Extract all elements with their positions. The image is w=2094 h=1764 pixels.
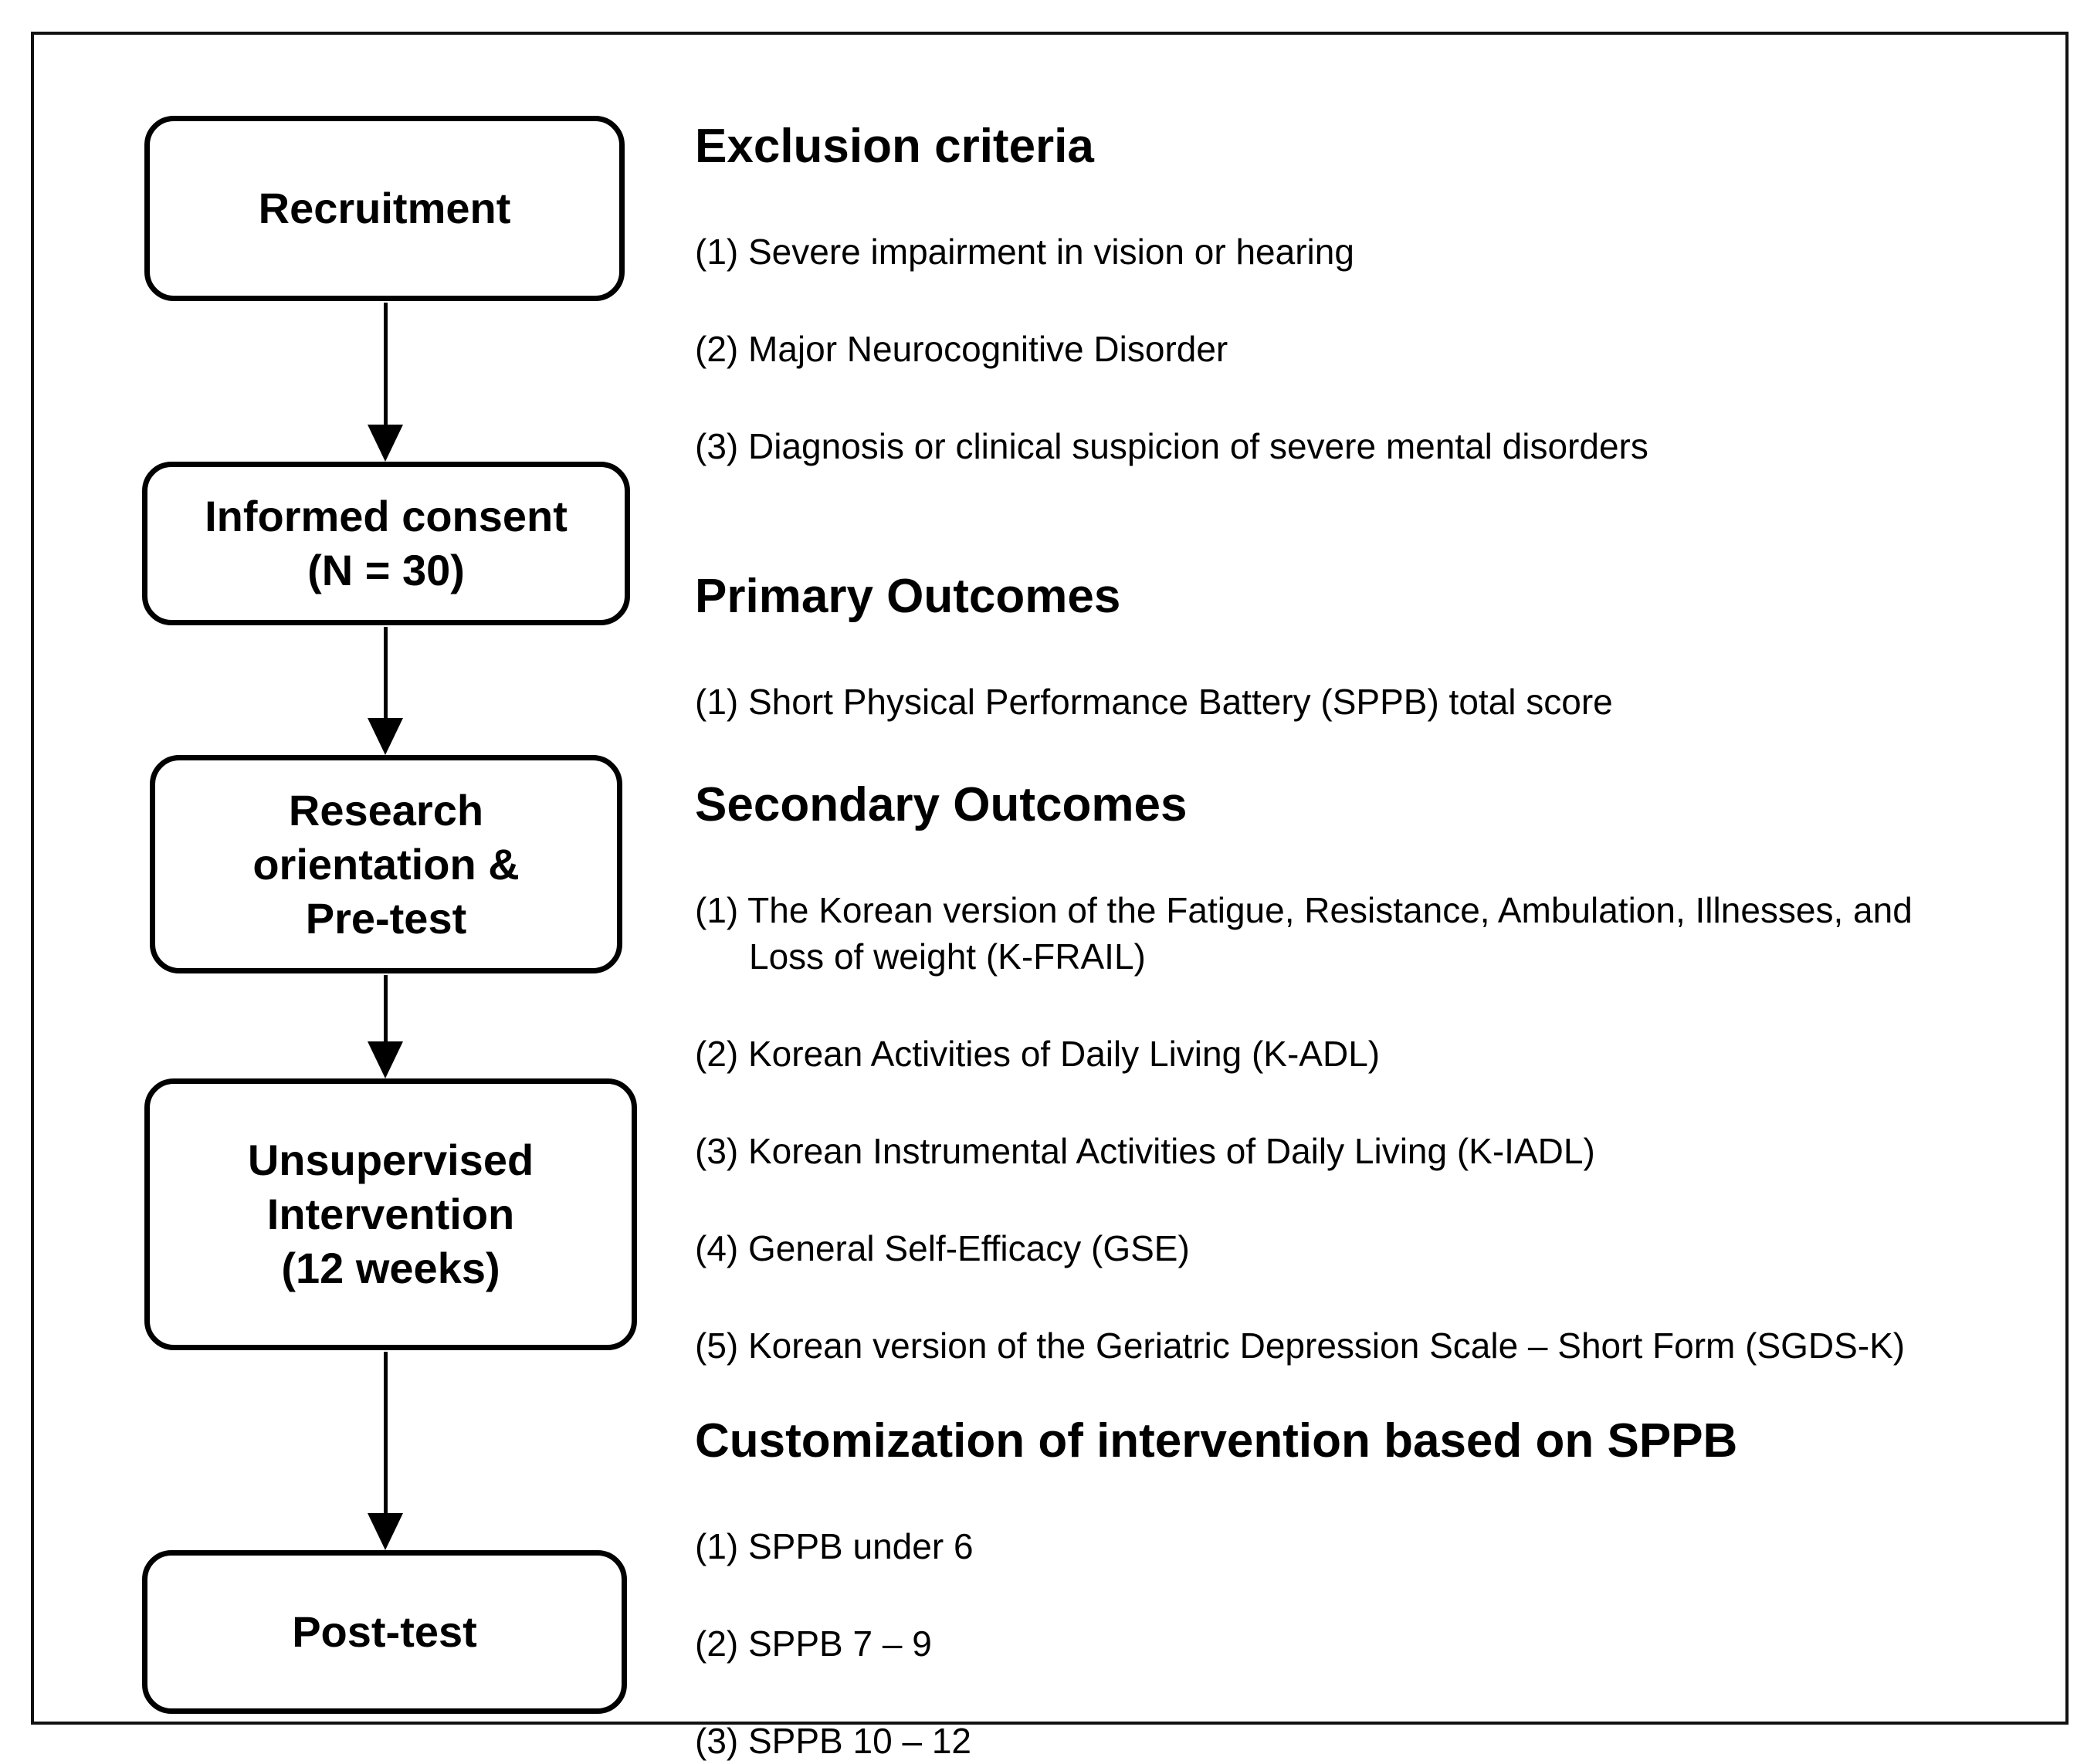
section-title: Secondary Outcomes [695, 778, 1188, 831]
section-title: Exclusion criteria [695, 120, 1094, 173]
flow-arrow-1 [368, 303, 403, 462]
arrow-line [383, 627, 388, 718]
flow-box-research-orientation-pretest: Research orientation & Pre-test [150, 755, 622, 973]
list-item: (3) Diagnosis or clinical suspicion of s… [695, 426, 1648, 466]
flow-box-post-test: Post-test [142, 1550, 627, 1714]
list-item: (3) Korean Instrumental Activities of Da… [695, 1131, 1595, 1171]
section-primary-outcomes: Primary Outcomes (1) Short Physical Perf… [695, 566, 2085, 725]
list-item: (1) The Korean version of the Fatigue, R… [695, 890, 1913, 977]
exclusion-criteria-list: (1) Severe impairment in vision or heari… [695, 229, 2085, 469]
customization-list: (1) SPPB under 6 (2) SPPB 7 – 9 (3) SPPB… [695, 1523, 2085, 1764]
list-item: (1) SPPB under 6 [695, 1526, 974, 1566]
figure-frame: Recruitment Informed consent (N = 30) Re… [31, 32, 2069, 1761]
list-item: (2) SPPB 7 – 9 [695, 1623, 932, 1664]
section-title: Primary Outcomes [695, 570, 1121, 623]
flow-box-recruitment: Recruitment [144, 116, 625, 301]
section-customization-sppb: Customization of intervention based on S… [695, 1410, 2085, 1764]
section-secondary-outcomes: Secondary Outcomes (1) The Korean versio… [695, 774, 2085, 1369]
arrow-down-icon [368, 425, 403, 462]
flow-box-unsupervised-intervention: Unsupervised Intervention (12 weeks) [144, 1078, 637, 1350]
list-item: (2) Major Neurocognitive Disorder [695, 329, 1228, 369]
arrow-down-icon [368, 718, 403, 755]
list-item: (5) Korean version of the Geriatric Depr… [695, 1326, 1906, 1366]
section-title: Customization of intervention based on S… [695, 1414, 1738, 1468]
flow-arrow-2 [368, 627, 403, 755]
arrow-line [383, 975, 388, 1041]
flow-arrow-4 [368, 1352, 403, 1550]
list-item: (1) Short Physical Performance Battery (… [695, 682, 1613, 722]
section-exclusion-criteria: Exclusion criteria (1) Severe impairment… [695, 116, 2085, 469]
arrow-down-icon [368, 1513, 403, 1550]
flow-arrow-3 [368, 975, 403, 1078]
arrow-down-icon [368, 1041, 403, 1078]
arrow-line [383, 1352, 388, 1513]
arrow-line [383, 303, 388, 425]
secondary-outcomes-list: (1) The Korean version of the Fatigue, R… [695, 887, 2085, 1369]
list-item: (1) Severe impairment in vision or heari… [695, 232, 1354, 272]
list-item: (3) SPPB 10 – 12 [695, 1721, 971, 1761]
flow-box-informed-consent: Informed consent (N = 30) [142, 462, 630, 625]
list-item: (2) Korean Activities of Daily Living (K… [695, 1034, 1381, 1074]
primary-outcomes-list: (1) Short Physical Performance Battery (… [695, 679, 2085, 725]
list-item: (4) General Self-Efficacy (GSE) [695, 1228, 1190, 1268]
